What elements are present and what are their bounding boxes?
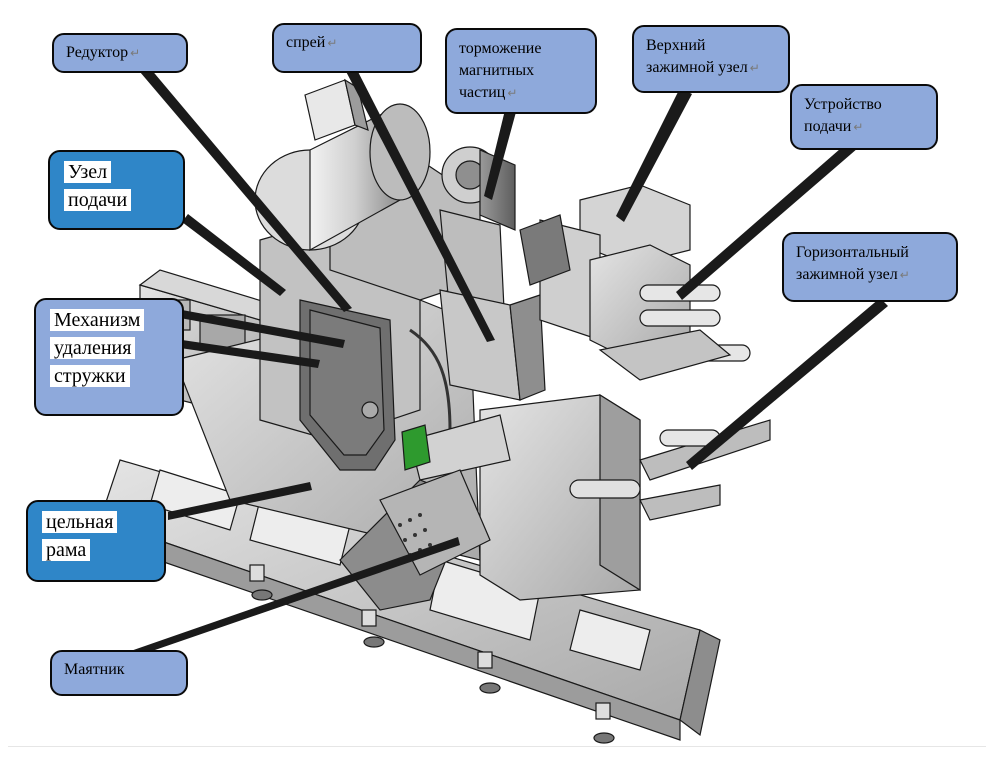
paragraph-mark: ↵	[507, 86, 518, 100]
paragraph-mark: ↵	[327, 36, 338, 50]
callout-solid-frame-line-2: рама	[42, 539, 91, 561]
callout-reducer-text: Редуктор	[66, 44, 129, 61]
callout-chip-removal: Механизм удаления стружки	[34, 298, 184, 416]
callout-feed-device: Устройство подачи↵	[790, 84, 938, 150]
bottom-divider	[8, 746, 986, 747]
upper-clamp	[519, 184, 751, 381]
leader-feed-unit	[182, 214, 286, 296]
callout-solid-frame: цельная рама	[26, 500, 166, 582]
callout-magnetic-brake: торможение магнитных частиц↵	[445, 28, 597, 114]
callout-pendulum-text: Маятник	[64, 661, 125, 678]
callout-horizontal-clamp-line-2: зажимной узел	[796, 266, 898, 283]
leader-horizontal-clamp	[686, 298, 888, 470]
leader-feed-device	[676, 142, 858, 300]
callout-horizontal-clamp-line-1: Горизонтальный	[796, 244, 909, 261]
paragraph-mark: ↵	[853, 120, 864, 134]
leader-spray	[340, 60, 495, 342]
callout-feed-device-line-2: подачи	[804, 118, 852, 135]
leader-brake	[484, 110, 516, 200]
gear-motor	[254, 78, 431, 252]
callout-feed-unit-line-1: Узел	[64, 161, 112, 183]
paragraph-mark: ↵	[899, 268, 910, 282]
callout-upper-clamp-line-1: Верхний	[646, 37, 706, 54]
callout-reducer: Редуктор↵	[52, 33, 188, 73]
leader-chip-removal-2	[180, 340, 320, 368]
callout-feed-device-line-1: Устройство	[804, 96, 882, 113]
callout-solid-frame-line-1: цельная	[42, 511, 118, 533]
callout-spray: спрей↵	[272, 23, 422, 73]
leader-reducer	[140, 68, 352, 312]
callout-feed-unit: Узел подачи	[48, 150, 185, 230]
pendulum-chute	[339, 469, 491, 611]
paragraph-mark: ↵	[130, 46, 141, 60]
green-guard	[401, 424, 431, 471]
callout-chip-removal-line-2: удаления	[50, 337, 136, 359]
paragraph-mark: ↵	[749, 61, 760, 75]
callout-pendulum: Маятник	[50, 650, 188, 696]
callout-upper-clamp-line-2: зажимной узел	[646, 59, 748, 76]
leader-upper-clamp	[616, 88, 692, 222]
callout-feed-unit-line-2: подачи	[64, 189, 132, 211]
callout-brake-line-1: торможение	[459, 40, 542, 57]
leader-frame	[168, 482, 312, 520]
spray-column	[409, 289, 546, 431]
leader-pendulum	[120, 537, 460, 662]
callout-brake-line-2: магнитных	[459, 62, 535, 79]
callout-chip-removal-line-3: стружки	[50, 365, 130, 387]
callout-upper-clamp: Верхний зажимной узел↵	[632, 25, 790, 93]
callout-horizontal-clamp: Горизонтальный зажимной узел↵	[782, 232, 958, 302]
leader-lines	[120, 60, 888, 662]
callout-brake-line-3: частиц	[459, 84, 506, 101]
callout-chip-removal-line-1: Механизм	[50, 309, 145, 331]
callout-spray-text: спрей	[286, 34, 326, 51]
leader-chip-removal-1	[180, 310, 345, 348]
